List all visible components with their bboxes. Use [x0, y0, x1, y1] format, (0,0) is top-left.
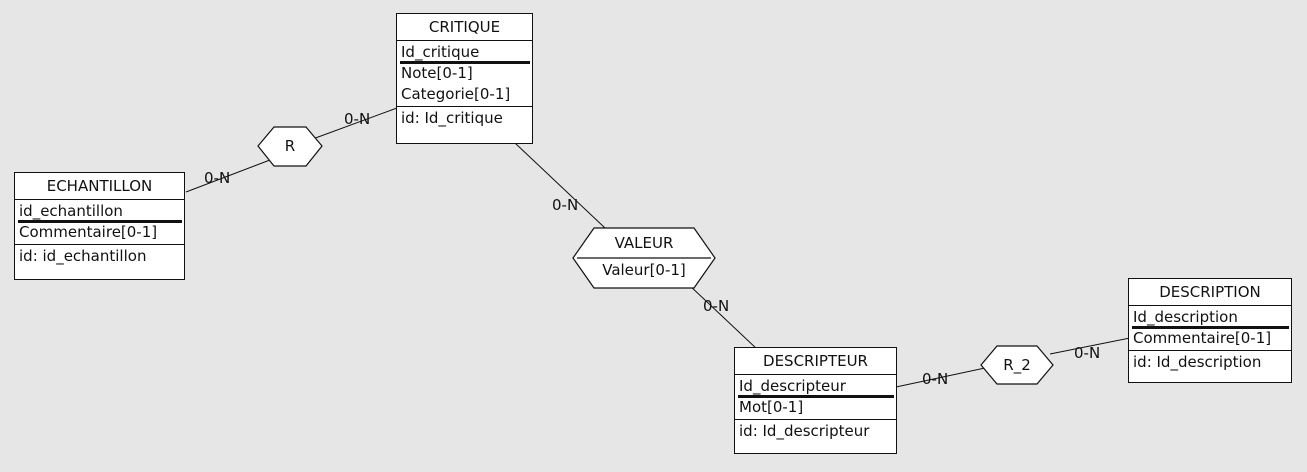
entity-critique[interactable]: CRITIQUE Id_critique Note[0-1] Categorie…: [396, 13, 533, 144]
entity-description-title: DESCRIPTION: [1129, 279, 1291, 306]
connector-r-critique: [309, 107, 398, 141]
entity-echantillon-attributes: id_echantillon Commentaire[0-1]: [15, 200, 184, 245]
entity-critique-title: CRITIQUE: [397, 14, 532, 41]
entity-descripteur-title: DESCRIPTEUR: [735, 348, 896, 375]
cardinality-description-r2: 0-N: [1074, 344, 1101, 362]
entity-critique-identifier: id: Id_critique: [401, 109, 503, 127]
entity-echantillon[interactable]: ECHANTILLON id_echantillon Commentaire[0…: [14, 172, 185, 280]
relationship-r-label: R: [284, 137, 296, 155]
relationship-r2-shape: [980, 345, 1054, 385]
entity-critique-key-attribute: Id_critique: [400, 42, 530, 64]
entity-echantillon-key-attribute: id_echantillon: [18, 201, 182, 223]
relationship-r2-label: R_2: [1003, 356, 1031, 374]
entity-description-attributes: Id_description Commentaire[0-1]: [1129, 306, 1291, 351]
entity-descripteur-attributes: Id_descripteur Mot[0-1]: [735, 375, 896, 420]
entity-descripteur-attribute: Mot[0-1]: [739, 398, 804, 416]
entity-critique-attribute: Categorie[0-1]: [401, 85, 511, 103]
connector-critique-valeur: [514, 142, 606, 229]
cardinality-critique-r: 0-N: [344, 110, 371, 128]
entity-descripteur[interactable]: DESCRIPTEUR Id_descripteur Mot[0-1] id: …: [734, 347, 897, 454]
cardinality-critique-valeur: 0-N: [552, 196, 579, 214]
relationship-valeur-attribute: Valeur[0-1]: [602, 261, 686, 279]
entity-echantillon-title: ECHANTILLON: [15, 173, 184, 200]
connector-echantillon-r: [185, 159, 271, 193]
connector-r2-description: [1049, 337, 1131, 355]
entity-descripteur-key-attribute: Id_descripteur: [738, 376, 894, 398]
entity-description-key-attribute: Id_description: [1132, 307, 1289, 329]
entity-critique-attribute: Note[0-1]: [401, 64, 473, 82]
cardinality-descripteur-r2: 0-N: [922, 370, 949, 388]
cardinality-descripteur-valeur: 0-N: [703, 297, 730, 315]
entity-description[interactable]: DESCRIPTION Id_description Commentaire[0…: [1128, 278, 1292, 383]
entity-critique-attributes: Id_critique Note[0-1] Categorie[0-1]: [397, 41, 532, 107]
entity-description-identifier: id: Id_description: [1133, 353, 1262, 371]
connector-descripteur-r2: [895, 367, 986, 388]
entity-descripteur-identifier: id: Id_descripteur: [739, 422, 870, 440]
entity-echantillon-identifier: id: id_echantillon: [19, 247, 147, 265]
relationship-valeur-label: VALEUR: [614, 234, 674, 252]
cardinality-echantillon-r: 0-N: [204, 169, 231, 187]
connector-valeur-descripteur: [687, 283, 759, 351]
entity-description-attribute: Commentaire[0-1]: [1133, 329, 1272, 347]
relationship-r-shape: [257, 126, 323, 167]
entity-echantillon-attribute: Commentaire[0-1]: [19, 223, 158, 241]
